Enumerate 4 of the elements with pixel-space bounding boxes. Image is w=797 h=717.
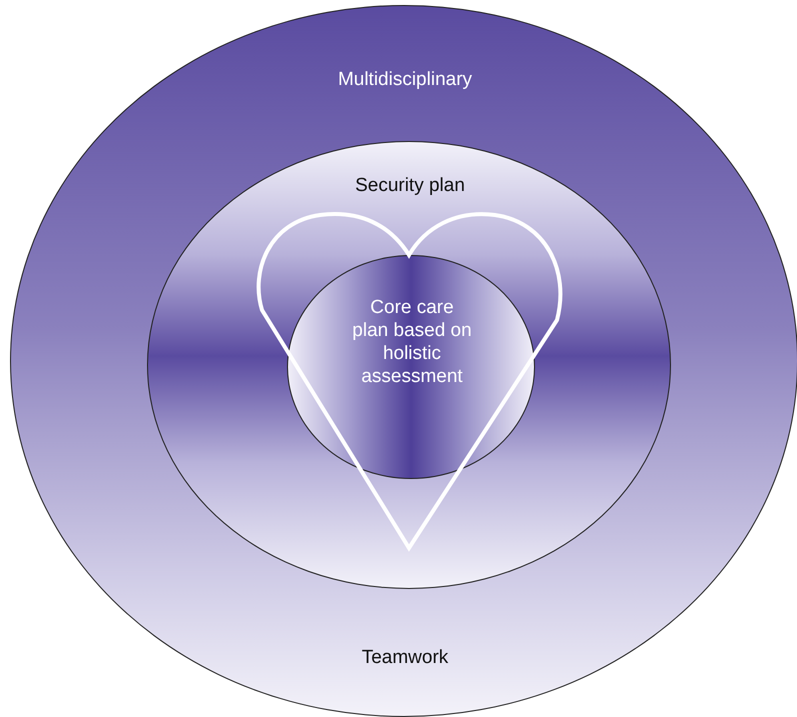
ellipse-label: Security plan — [354, 174, 466, 197]
ellipse-label: Core care plan based on holistic assessment — [352, 296, 472, 388]
ellipse-label: Teamwork — [360, 646, 450, 669]
ellipse-label: Multidisciplinary — [336, 68, 474, 91]
